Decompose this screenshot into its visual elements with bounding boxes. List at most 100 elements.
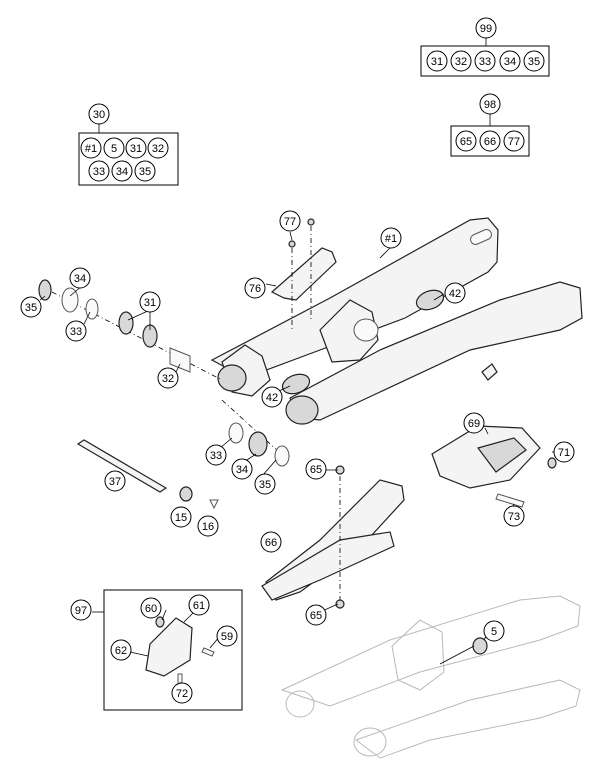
swingarm bbox=[210, 217, 583, 425]
kit-30-item: 31 bbox=[125, 137, 147, 159]
chain-slider bbox=[261, 465, 405, 609]
svg-text:98: 98 bbox=[484, 99, 496, 111]
callout-15: 15 bbox=[170, 506, 192, 528]
callout-59: 59 bbox=[216, 625, 238, 647]
chain-guide bbox=[431, 425, 557, 508]
svg-text:35: 35 bbox=[259, 479, 271, 491]
svg-text:99: 99 bbox=[480, 23, 492, 35]
svg-text:31: 31 bbox=[130, 143, 142, 155]
pivot-parts-left bbox=[38, 279, 223, 381]
svg-text:34: 34 bbox=[116, 166, 128, 178]
svg-text:60: 60 bbox=[145, 603, 157, 615]
callout-33-lower: 33 bbox=[205, 444, 227, 466]
callout-33-upper: 33 bbox=[65, 320, 87, 342]
svg-text:32: 32 bbox=[162, 373, 174, 385]
svg-text:59: 59 bbox=[221, 631, 233, 643]
svg-text:73: 73 bbox=[508, 511, 520, 523]
svg-text:31: 31 bbox=[144, 297, 156, 309]
callout-99: 99 bbox=[475, 17, 497, 39]
callout-61: 61 bbox=[188, 594, 210, 616]
callout-31: 31 bbox=[139, 291, 161, 313]
callout-66: 66 bbox=[260, 531, 282, 553]
svg-text:15: 15 bbox=[175, 512, 187, 524]
svg-text:72: 72 bbox=[176, 688, 188, 700]
svg-text:65: 65 bbox=[460, 136, 472, 148]
svg-text:66: 66 bbox=[484, 136, 496, 148]
svg-text:33: 33 bbox=[70, 326, 82, 338]
svg-text:31: 31 bbox=[431, 56, 443, 68]
svg-text:35: 35 bbox=[528, 56, 540, 68]
svg-text:71: 71 bbox=[558, 447, 570, 459]
svg-text:62: 62 bbox=[115, 645, 127, 657]
callout-30: 30 bbox=[88, 103, 110, 125]
svg-text:77: 77 bbox=[284, 216, 296, 228]
kit-30-item: 35 bbox=[134, 160, 156, 182]
callout-37: 37 bbox=[104, 470, 126, 492]
kit-98-item: 66 bbox=[479, 130, 501, 152]
callout-16: 16 bbox=[197, 515, 219, 537]
pivot-axle bbox=[76, 439, 219, 510]
callout-34-lower: 34 bbox=[231, 458, 253, 480]
kit-30-item: 34 bbox=[111, 160, 133, 182]
callout-swingarm: #1 bbox=[380, 227, 402, 249]
kit-30-item: 5 bbox=[103, 137, 125, 159]
svg-text:42: 42 bbox=[266, 392, 278, 404]
svg-text:69: 69 bbox=[468, 418, 480, 430]
callout-42-lower: 42 bbox=[261, 386, 283, 408]
svg-text:33: 33 bbox=[479, 56, 491, 68]
kit-30-item: 32 bbox=[147, 137, 169, 159]
callout-62: 62 bbox=[110, 639, 132, 661]
svg-text:#1: #1 bbox=[85, 143, 97, 155]
kit-98-item: 65 bbox=[455, 130, 477, 152]
svg-text:32: 32 bbox=[152, 143, 164, 155]
kit-98-item: 77 bbox=[503, 130, 525, 152]
callout-5: 5 bbox=[483, 620, 505, 642]
pivot-parts-lower bbox=[221, 399, 291, 467]
kit-99-item: 31 bbox=[426, 50, 448, 72]
svg-text:16: 16 bbox=[202, 521, 214, 533]
svg-text:37: 37 bbox=[109, 476, 121, 488]
svg-text:5: 5 bbox=[491, 626, 497, 638]
svg-text:32: 32 bbox=[455, 56, 467, 68]
svg-text:30: 30 bbox=[93, 109, 105, 121]
svg-text:33: 33 bbox=[93, 166, 105, 178]
kit-99-item: 33 bbox=[474, 50, 496, 72]
callout-65-lower: 65 bbox=[305, 604, 327, 626]
svg-text:34: 34 bbox=[74, 273, 86, 285]
callout-69: 69 bbox=[463, 412, 485, 434]
callout-35-lower: 35 bbox=[254, 473, 276, 495]
callout-34-upper: 34 bbox=[69, 267, 91, 289]
svg-text:76: 76 bbox=[249, 283, 261, 295]
callout-42-upper: 42 bbox=[444, 282, 466, 304]
callout-98: 98 bbox=[479, 93, 501, 115]
svg-text:42: 42 bbox=[449, 288, 461, 300]
svg-text:5: 5 bbox=[111, 143, 117, 155]
kit-99-item: 34 bbox=[499, 50, 521, 72]
chain-guide-bracket bbox=[270, 218, 337, 330]
svg-text:34: 34 bbox=[236, 464, 248, 476]
swingarm-reference-ghost bbox=[280, 595, 581, 759]
kit-99-item: 32 bbox=[450, 50, 472, 72]
svg-text:65: 65 bbox=[310, 464, 322, 476]
svg-text:35: 35 bbox=[25, 302, 37, 314]
callout-97: 97 bbox=[70, 599, 92, 621]
callout-72: 72 bbox=[171, 682, 193, 704]
svg-text:97: 97 bbox=[75, 605, 87, 617]
svg-text:33: 33 bbox=[210, 450, 222, 462]
svg-text:35: 35 bbox=[139, 166, 151, 178]
svg-text:66: 66 bbox=[265, 537, 277, 549]
svg-text:65: 65 bbox=[310, 610, 322, 622]
callout-71: 71 bbox=[553, 441, 575, 463]
callout-73: 73 bbox=[503, 505, 525, 527]
callout-32: 32 bbox=[157, 367, 179, 389]
kit-30-item: 33 bbox=[88, 160, 110, 182]
svg-text:34: 34 bbox=[504, 56, 516, 68]
kit-99-item: 35 bbox=[523, 50, 545, 72]
callout-77: 77 bbox=[279, 210, 301, 232]
callout-76: 76 bbox=[244, 277, 266, 299]
svg-text:77: 77 bbox=[508, 136, 520, 148]
callout-60: 60 bbox=[140, 597, 162, 619]
callout-35-upper: 35 bbox=[20, 296, 42, 318]
callout-65-upper: 65 bbox=[305, 458, 327, 480]
